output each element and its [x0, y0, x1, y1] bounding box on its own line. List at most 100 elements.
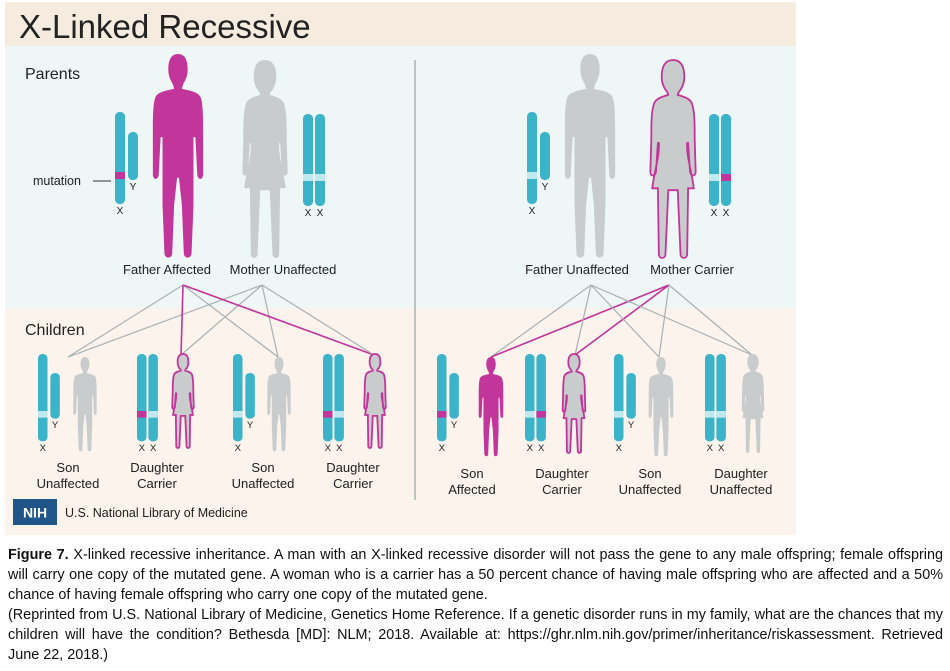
- left-mother-figure-silhouette: [242, 60, 288, 258]
- nih-logo-badge: [13, 499, 57, 525]
- right-mother-chromosomes-x2-chromosome-band: [721, 174, 731, 181]
- left-child1-line2: Unaffected: [37, 476, 100, 491]
- right-child2-line1: Daughter: [535, 466, 589, 481]
- left-child4-chromosomes-x2-letter: X: [336, 443, 343, 454]
- right-child1-line1: Son: [460, 466, 483, 481]
- right-father-chromosomes-y-chromosome: [540, 132, 550, 180]
- right-father-line-4: [590, 284, 753, 356]
- nih-logo-badge-text: NIH: [23, 505, 47, 521]
- right-mother-line-1: [490, 284, 670, 358]
- left-child1-chromosomes-y-chromosome: [50, 373, 60, 419]
- left-child4-figure: [363, 353, 387, 449]
- left-child3-chromosomes-y-chromosome: [245, 373, 255, 419]
- caption-paragraph: Figure 7. X-linked recessive inheritance…: [8, 545, 943, 605]
- inheritance-diagram: X-Linked Recessive Parents Children muta…: [5, 2, 796, 535]
- right-mother-chromosomes-x1-chromosome: [709, 114, 719, 206]
- right-child4-chromosomes-x1-chromosome: [705, 354, 715, 442]
- right-father-line-3: [590, 284, 660, 358]
- left-child1-figure-silhouette: [73, 357, 97, 452]
- figure-caption: Figure 7. X-linked recessive inheritance…: [8, 545, 943, 665]
- right-child2-line2: Carrier: [542, 482, 582, 497]
- left-child2-line1: Daughter: [130, 460, 184, 475]
- right-child4-chromosomes-x2-letter: X: [718, 443, 725, 454]
- left-child2-chromosomes-x2-chromosome: [148, 354, 158, 442]
- right-mother-chromosomes-x2-letter: X: [723, 208, 730, 219]
- right-child2-chromosomes-x2-letter: X: [538, 443, 545, 454]
- left-child2-figure-silhouette: [171, 353, 195, 449]
- right-child1-line2: Affected: [448, 482, 495, 497]
- left-child1-chromosomes-x-chromosome: [38, 354, 48, 442]
- right-child4-chromosomes-x2-chromosome: [716, 354, 726, 442]
- left-mother-chromosomes-x1-chromosome-band: [303, 174, 313, 181]
- left-child3-figure-silhouette: [267, 357, 291, 452]
- right-child3-chromosomes-x-letter: X: [616, 443, 623, 454]
- right-mother-line-2: [574, 284, 670, 356]
- left-father-line-1: [67, 284, 184, 358]
- left-mother-chromosomes-x1-chromosome: [303, 114, 313, 206]
- right-child4-figure: [741, 354, 765, 453]
- right-child4-line2: Unaffected: [710, 482, 773, 497]
- right-child2-figure-silhouette: [561, 353, 587, 454]
- left-child2-line2: Carrier: [137, 476, 177, 491]
- right-child1-chromosomes-x-chromosome-band: [437, 411, 447, 418]
- left-mother-chromosomes-x2-letter: X: [317, 208, 324, 219]
- parents-label: Parents: [25, 66, 80, 83]
- right-child3-chromosomes-y-chromosome: [626, 373, 636, 419]
- left-child3-chromosomes-x-chromosome: [233, 354, 243, 442]
- right-child3-chromosomes-x-chromosome: [614, 354, 624, 442]
- right-mother-line-3: [658, 284, 670, 358]
- left-father-chromosomes-y-chromosome: [128, 132, 138, 180]
- left-child4-chromosomes-x2-chromosome-band: [334, 411, 344, 418]
- left-father-chromosomes-x-chromosome: [115, 112, 125, 204]
- right-child1-chromosomes-y-chromosome: [449, 373, 459, 419]
- right-child1-figure-silhouette: [478, 357, 504, 457]
- caption-label: Figure 7.: [8, 547, 69, 563]
- right-mother-line-4: [668, 284, 753, 356]
- left-child4-chromosomes-x1-letter: X: [325, 443, 332, 454]
- left-mother-figure: [242, 60, 288, 258]
- left-mother-chromosomes-x1-letter: X: [305, 208, 312, 219]
- right-child4-chromosomes-x1-chromosome-band: [705, 411, 715, 418]
- left-father-chromosomes-x-letter: X: [117, 206, 124, 217]
- left-father-label: Father Affected: [123, 262, 211, 277]
- left-child3-figure: [267, 357, 291, 452]
- left-father-line-4: [182, 284, 375, 356]
- left-child4-chromosomes-x2-chromosome: [334, 354, 344, 442]
- left-child4-line1: Daughter: [326, 460, 380, 475]
- right-child2-figure: [561, 353, 587, 454]
- left-father-figure-silhouette: [152, 54, 204, 258]
- left-father-chromosomes-y-letter: Y: [130, 182, 137, 193]
- right-father-chromosomes-x-chromosome: [527, 112, 537, 204]
- right-child4-figure-silhouette: [741, 354, 765, 453]
- left-child1-line1: Son: [56, 460, 79, 475]
- right-child4-chromosomes-x2-chromosome-band: [716, 411, 726, 418]
- right-father-chromosomes-y-letter: Y: [542, 182, 549, 193]
- left-child3-chromosomes-x-letter: X: [235, 443, 242, 454]
- children-section: [5, 308, 796, 535]
- right-child2-chromosomes-x2-chromosome-band: [536, 411, 546, 418]
- left-mother-line-3: [261, 284, 279, 358]
- right-mother-figure: [649, 59, 697, 259]
- left-child2-chromosomes-x1-chromosome: [137, 354, 147, 442]
- right-mother-chromosomes-x1-chromosome-band: [709, 174, 719, 181]
- right-child3-figure: [648, 357, 674, 457]
- right-mother-chromosomes-x2-chromosome: [721, 114, 731, 206]
- right-child3-line1: Son: [638, 466, 661, 481]
- right-child3-chromosomes-y-letter: Y: [628, 420, 635, 431]
- caption-body: X-linked recessive inheritance. A man wi…: [8, 547, 943, 603]
- right-child1-chromosomes-x-chromosome: [437, 354, 447, 442]
- right-child3-line2: Unaffected: [619, 482, 682, 497]
- left-child1-figure: [73, 357, 97, 452]
- left-mother-chromosomes-x2-chromosome: [315, 114, 325, 206]
- right-father-figure: [564, 54, 616, 258]
- right-child2-chromosomes-x1-letter: X: [527, 443, 534, 454]
- right-child1-figure: [478, 357, 504, 457]
- left-child2-figure: [171, 353, 195, 449]
- left-child3-chromosomes-y-letter: Y: [247, 420, 254, 431]
- right-father-figure-silhouette: [564, 54, 616, 258]
- left-child1-chromosomes-x-chromosome-band: [38, 411, 48, 418]
- nlm-logo-text: U.S. National Library of Medicine: [65, 506, 248, 520]
- right-father-label: Father Unaffected: [525, 262, 629, 277]
- right-father-line-2: [574, 284, 592, 356]
